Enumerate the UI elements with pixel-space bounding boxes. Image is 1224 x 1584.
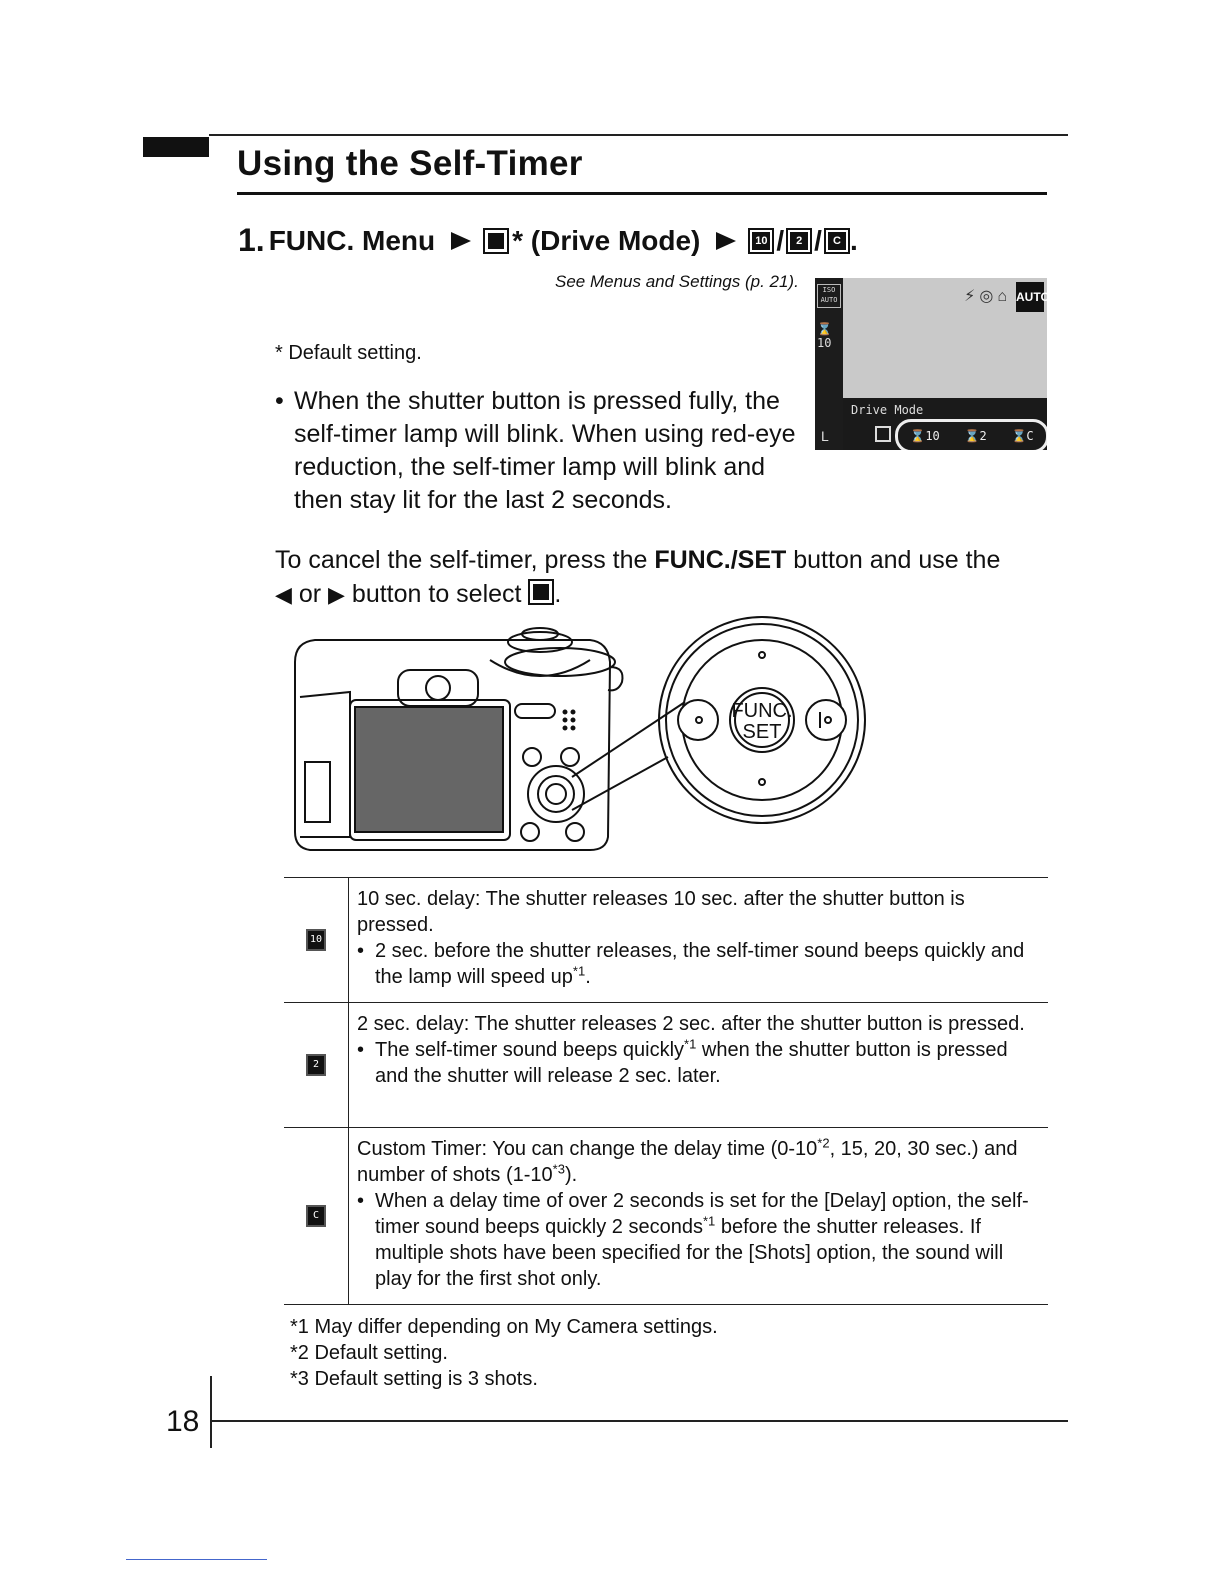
cancel-end: .: [554, 580, 562, 608]
footnote-3: *3 Default setting is 3 shots.: [290, 1368, 538, 1390]
scan-artifact: [126, 1559, 267, 1560]
see-reference: See Menus and Settings (p. 21).: [555, 272, 799, 291]
page-number-rule: [210, 1376, 212, 1448]
desc-b: , 15, 20, 30 sec.) and number of shots (…: [357, 1138, 1018, 1186]
desc-a: Custom Timer: You can change the delay t…: [357, 1138, 818, 1160]
drive-single-icon: [528, 579, 555, 605]
self-timer-icon: ⌛10: [817, 322, 832, 350]
bullet-text-end: .: [585, 966, 591, 988]
shutter-bullet: • When the shutter button is pressed ful…: [275, 385, 805, 517]
footnotes: *1 May differ depending on My Camera set…: [290, 1314, 718, 1392]
arrow-right-icon: [716, 231, 737, 250]
bullet-text: 2 sec. before the shutter releases, the …: [375, 940, 1025, 988]
single-shot-icon: [875, 426, 891, 442]
title-underline: [237, 192, 1047, 195]
shutter-bullet-text: When the shutter button is pressed fully…: [294, 387, 796, 514]
func-set-label: FUNC./SET: [654, 546, 787, 574]
footnote-ref: *3: [552, 1161, 565, 1177]
option-2s: ⌛2: [964, 429, 987, 443]
self-timer-10s-icon: 10: [306, 929, 326, 951]
footnote-ref: *1: [684, 1036, 697, 1052]
drive-mode-label: Drive Mode: [851, 403, 924, 417]
camera-illustration: FUNC. SET: [294, 616, 866, 851]
row-bullet: •When a delay time of over 2 seconds is …: [357, 1190, 1029, 1290]
resolution-label: L: [821, 428, 829, 444]
table-text-cell: Custom Timer: You can change the delay t…: [349, 1128, 1048, 1304]
cancel-text-2: button and use the: [786, 546, 1001, 574]
row-description: 10 sec. delay: The shutter releases 10 s…: [357, 888, 965, 936]
self-timer-2s-icon: 2: [786, 227, 813, 254]
default-setting-note: * Default setting.: [275, 342, 422, 364]
cancel-or: or: [291, 580, 329, 608]
timer-options-pill: ⌛10 ⌛2 ⌛C: [895, 419, 1047, 450]
arrow-right-icon: [451, 231, 472, 250]
row-description: 2 sec. delay: The shutter releases 2 sec…: [357, 1013, 1025, 1035]
cancel-instructions: To cancel the self-timer, press the FUNC…: [275, 543, 1055, 612]
footer-rule: [210, 1420, 1068, 1422]
arrow-right-icon: ▶︎: [328, 582, 345, 607]
header-rule: [209, 134, 1068, 136]
separator: /: [814, 224, 822, 256]
section-marker: [143, 137, 209, 157]
table-icon-cell: 2: [284, 1003, 349, 1127]
footnote-ref: *2: [817, 1135, 830, 1151]
footnote-ref: *1: [702, 1213, 716, 1229]
row-description: Custom Timer: You can change the delay t…: [357, 1136, 1040, 1188]
self-timer-10s-icon: 10: [748, 227, 775, 254]
cancel-text-1: To cancel the self-timer, press the: [275, 546, 655, 574]
footnote-1: *1 May differ depending on My Camera set…: [290, 1316, 718, 1338]
iso-auto-icon: ISO AUTO: [817, 284, 841, 308]
table-icon-cell: 10: [284, 878, 349, 1002]
step-1: 1. FUNC. Menu * (Drive Mode) 10 / 2 / C …: [238, 222, 858, 259]
cancel-text-3: button to select: [344, 580, 529, 608]
func-label: FUNC.: [731, 700, 792, 722]
table-text-cell: 2 sec. delay: The shutter releases 2 sec…: [349, 1003, 1048, 1127]
table-row: C Custom Timer: You can change the delay…: [284, 1127, 1048, 1305]
set-label: SET: [743, 721, 782, 743]
custom-timer-icon: C: [306, 1205, 326, 1227]
table-text-cell: 10 sec. delay: The shutter releases 10 s…: [349, 878, 1048, 1002]
separator: /: [776, 224, 785, 256]
bullet-text-end: before the shutter releases. If multiple…: [375, 1216, 1004, 1290]
bullet-dot: •: [275, 387, 284, 415]
bullet-text: When a delay time of over 2 seconds is s…: [375, 1190, 1029, 1238]
option-10s: ⌛10: [910, 429, 940, 443]
self-timer-2s-icon: 2: [306, 1054, 326, 1076]
row-bullet: •The self-timer sound beeps quickly*1 wh…: [357, 1036, 1008, 1087]
lcd-status-icons: ⚡◎⌂: [964, 288, 1011, 305]
drive-single-icon: [483, 227, 510, 254]
desc-c: ).: [564, 1164, 578, 1186]
arrow-left-icon: ◀︎: [275, 582, 292, 607]
custom-timer-icon: C: [823, 227, 850, 254]
table-row: 2 2 sec. delay: The shutter releases 2 s…: [284, 1002, 1048, 1127]
step-number: 1.: [238, 222, 265, 258]
step-end: .: [849, 224, 858, 256]
auto-mode-icon: AUTO: [1016, 282, 1047, 312]
step-func-menu: FUNC. Menu: [268, 224, 436, 256]
timer-table: 10 10 sec. delay: The shutter releases 1…: [284, 877, 1048, 1305]
bullet-text-end: when the shutter button is pressed and t…: [375, 1039, 1008, 1087]
footnote-2: *2 Default setting.: [290, 1342, 448, 1364]
page-title: Using the Self-Timer: [237, 144, 583, 183]
lcd-left-panel: ISO AUTO ⌛10 L: [815, 278, 843, 450]
table-row: 10 10 sec. delay: The shutter releases 1…: [284, 877, 1048, 1002]
step-drive-mode: * (Drive Mode): [512, 224, 701, 256]
row-bullet: •2 sec. before the shutter releases, the…: [357, 940, 1025, 988]
option-custom: ⌛C: [1011, 429, 1034, 443]
table-icon-cell: C: [284, 1128, 349, 1304]
lcd-screen: ISO AUTO ⌛10 L ⚡◎⌂ AUTO Drive Mode ⌛10 ⌛…: [815, 278, 1047, 450]
bullet-text: The self-timer sound beeps quickly: [375, 1039, 685, 1061]
footnote-ref: *1: [572, 963, 586, 979]
page-number: 18: [166, 1405, 200, 1438]
